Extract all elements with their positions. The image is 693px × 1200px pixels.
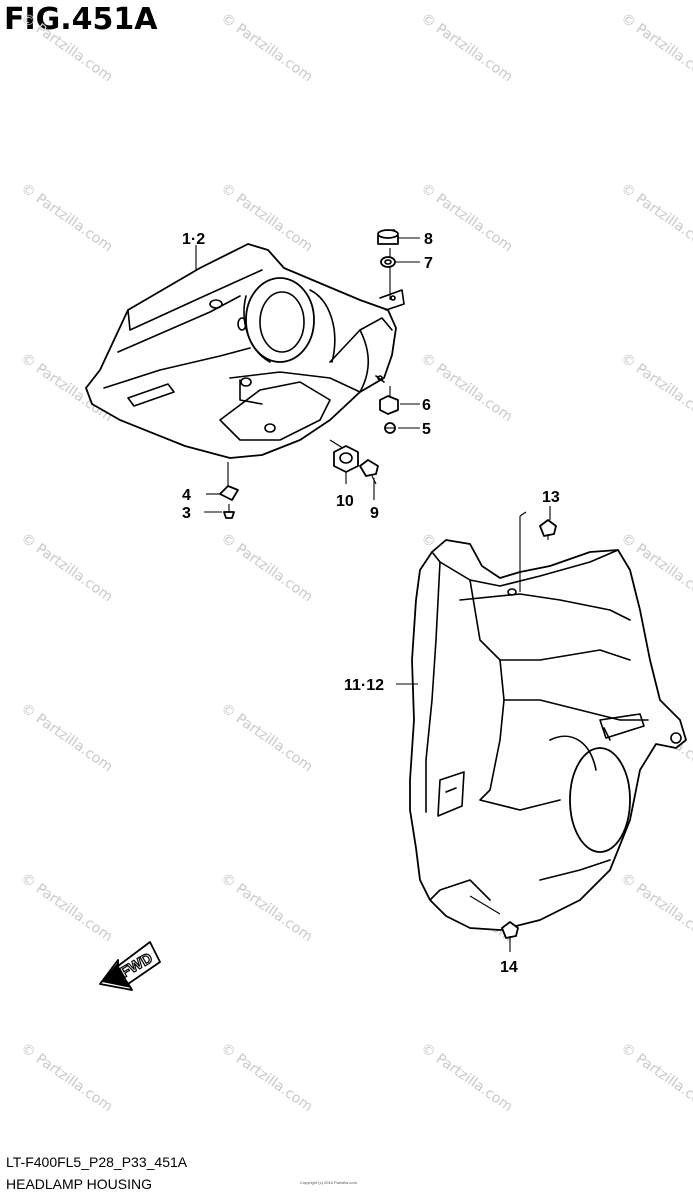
watermark: © Partzilla.com — [618, 870, 693, 945]
callout-9: 9 — [370, 505, 379, 522]
callout-1-2: 1·2 — [182, 231, 205, 248]
fwd-arrow: FWD — [99, 941, 161, 991]
watermark: © Partzilla.com — [18, 530, 116, 605]
watermark: © Partzilla.com — [18, 1040, 116, 1115]
headlamp-housing-lower — [409, 539, 687, 931]
watermark: © Partzilla.com — [618, 10, 693, 85]
callout-7: 7 — [424, 255, 433, 272]
figure-title: FIG.451A — [4, 2, 158, 37]
callout-14: 14 — [500, 959, 518, 976]
callout-5: 5 — [422, 421, 431, 438]
figure-name: HEADLAMP HOUSING — [6, 1176, 152, 1192]
callout-4: 4 — [182, 487, 191, 504]
watermark: © Partzilla.com — [218, 870, 316, 945]
watermark: © Partzilla.com — [218, 10, 316, 85]
callout-labels: 1·2 8 7 6 5 4 3 10 9 13 11·12 14 — [182, 231, 560, 976]
leader-lines-lower — [396, 506, 551, 952]
copyright-notice: Copyright (c) 2016 Partzilla.com — [300, 1180, 357, 1185]
watermark: © Partzilla.com — [218, 530, 316, 605]
callout-13: 13 — [542, 489, 560, 506]
fasteners-upper — [219, 229, 399, 519]
watermark: © Partzilla.com — [618, 1040, 693, 1115]
watermark: © Partzilla.com — [218, 180, 316, 255]
watermark: © Partzilla.com — [418, 350, 516, 425]
watermark: © Partzilla.com — [418, 1040, 516, 1115]
fasteners-lower — [501, 519, 557, 942]
watermark: © Partzilla.com — [218, 700, 316, 775]
callout-8: 8 — [424, 231, 433, 248]
callout-3: 3 — [182, 505, 191, 522]
figure-code: LT-F400FL5_P28_P33_451A — [6, 1154, 188, 1170]
watermark: © Partzilla.com — [18, 180, 116, 255]
headlamp-housing-upper — [85, 243, 405, 459]
watermark: © Partzilla.com — [18, 10, 116, 85]
watermark: © Partzilla.com — [18, 700, 116, 775]
callout-10: 10 — [336, 493, 354, 510]
callout-6: 6 — [422, 397, 431, 414]
watermark: © Partzilla.com — [618, 180, 693, 255]
watermark: © Partzilla.com — [418, 10, 516, 85]
callout-11-12: 11·12 — [344, 677, 384, 694]
watermark: © Partzilla.com — [18, 870, 116, 945]
watermark: © Partzilla.com — [618, 350, 693, 425]
watermark: © Partzilla.com — [218, 1040, 316, 1115]
